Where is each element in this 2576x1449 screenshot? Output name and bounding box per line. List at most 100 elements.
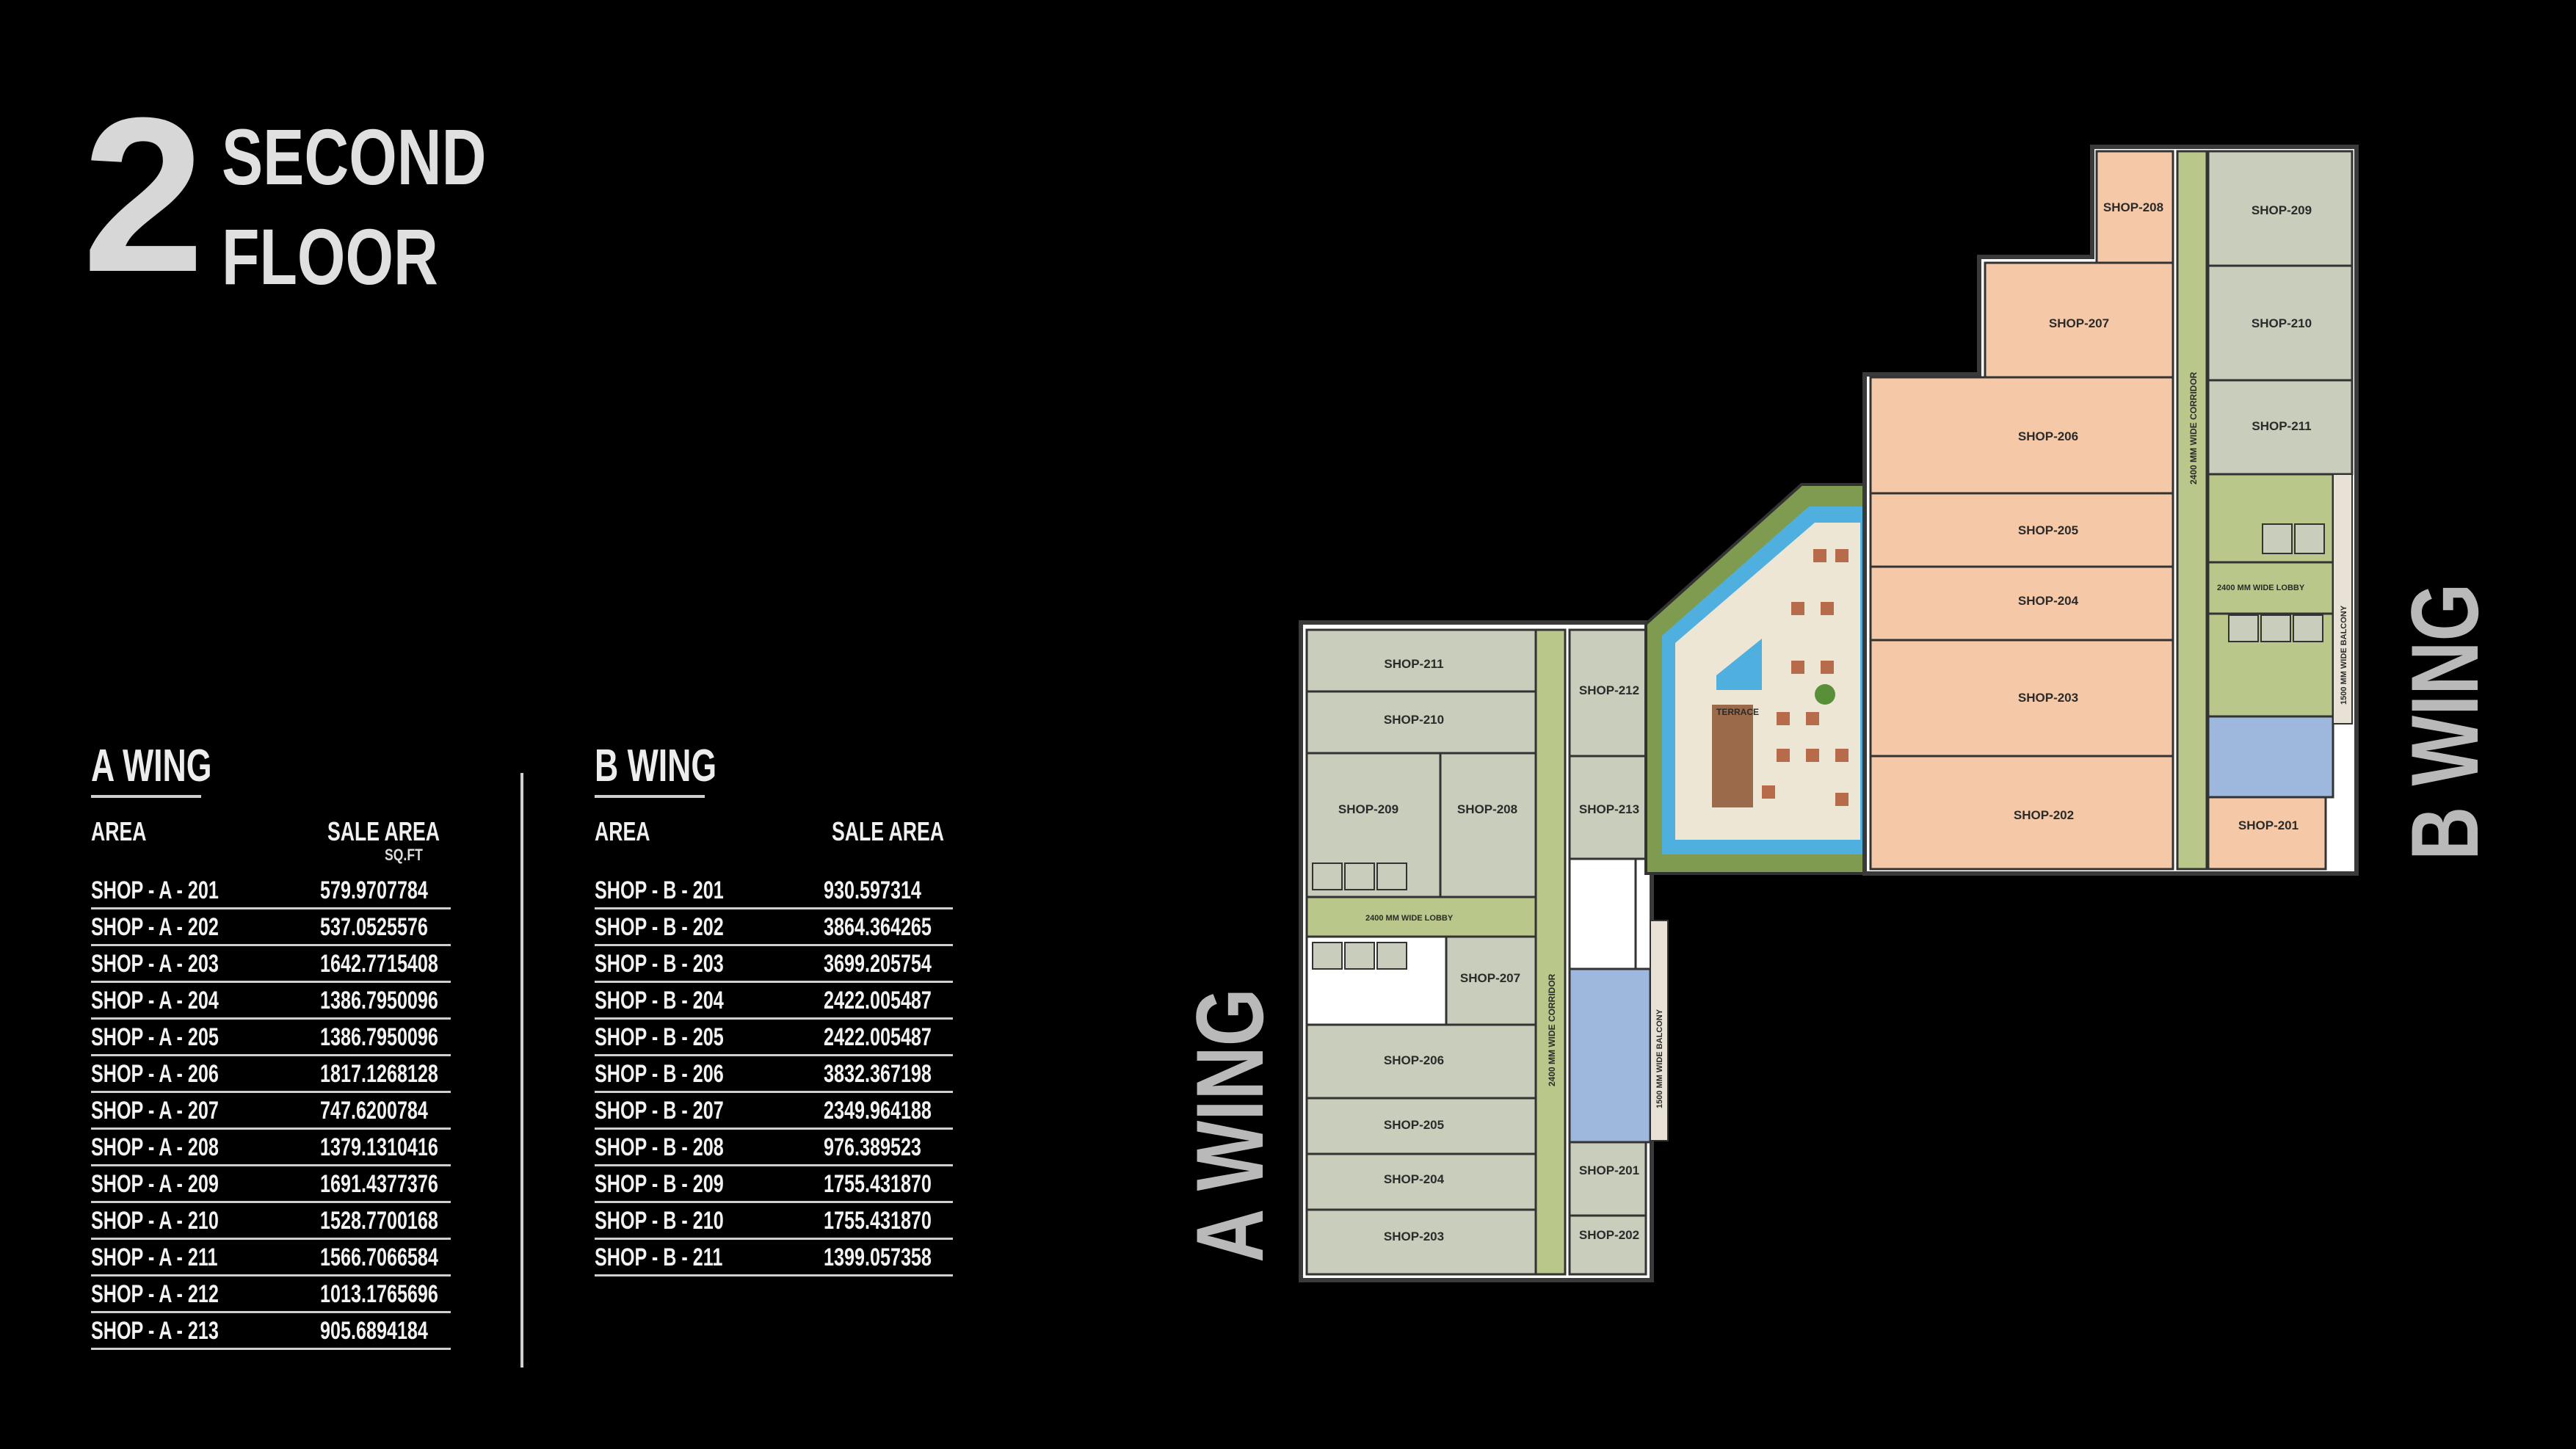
sale-area-cell: 976.389523	[824, 1133, 921, 1161]
sale-area-cell: 1755.431870	[824, 1170, 932, 1198]
floor-number: 2	[82, 71, 205, 318]
a-label-202: SHOP-202	[1579, 1228, 1639, 1242]
b-balcony-label: 1500 MM WIDE BALCONY	[2340, 605, 2348, 705]
a-lift-3	[1376, 862, 1407, 890]
sale-area-cell: 1528.7700168	[320, 1207, 438, 1235]
table-row: SHOP - A - 211 1566.7066584	[91, 1238, 451, 1276]
b-shop-210	[2207, 264, 2354, 382]
b-label-211: SHOP-211	[2252, 419, 2311, 433]
b-label-205: SHOP-205	[2018, 523, 2078, 537]
a-label-208: SHOP-208	[1457, 802, 1517, 816]
b-wing-heading-underline	[595, 795, 705, 798]
b-label-209: SHOP-209	[2252, 203, 2312, 217]
a-wing-plan-label: A WING	[1176, 988, 1283, 1263]
b-service-core	[2207, 715, 2334, 799]
sale-area-cell: 747.6200784	[320, 1097, 428, 1125]
sale-area-cell: 1566.7066584	[320, 1243, 438, 1271]
sale-area-cell: 1013.1765696	[320, 1280, 438, 1308]
b-lift-3	[2228, 614, 2259, 642]
b-shop-206	[1869, 376, 2174, 495]
a-shop-204	[1305, 1152, 1537, 1211]
table-1	[1813, 549, 1826, 562]
b-lift-5	[2293, 614, 2323, 642]
a-label-211: SHOP-211	[1384, 657, 1443, 671]
shop-name-cell: SHOP - B - 210	[595, 1207, 724, 1235]
shop-name-cell: SHOP - A - 204	[91, 987, 219, 1014]
b-lift-2	[2294, 523, 2325, 554]
shop-name-cell: SHOP - A - 209	[91, 1170, 219, 1198]
a-label-212: SHOP-212	[1579, 683, 1639, 697]
shop-name-cell: SHOP - B - 207	[595, 1097, 724, 1125]
sale-area-cell: 537.0525576	[320, 913, 428, 941]
a-shop-202	[1568, 1214, 1647, 1276]
sale-area-cell: 579.9707784	[320, 876, 428, 904]
b-shop-201	[2207, 796, 2327, 871]
a-lift-area	[1568, 857, 1637, 970]
shop-name-cell: SHOP - A - 211	[91, 1243, 218, 1271]
a-shop-201	[1568, 1141, 1647, 1217]
b-label-208: SHOP-208	[2103, 200, 2163, 214]
a-lobby-label: 2400 MM WIDE LOBBY	[1365, 914, 1454, 923]
b-label-207: SHOP-207	[2049, 316, 2109, 330]
a-label-206: SHOP-206	[1384, 1053, 1444, 1067]
planter	[1815, 684, 1835, 705]
shop-name-cell: SHOP - A - 207	[91, 1097, 219, 1125]
a-label-203: SHOP-203	[1384, 1230, 1444, 1243]
shop-name-cell: SHOP - B - 206	[595, 1060, 724, 1088]
a-wing-heading: A WING	[91, 741, 212, 791]
sale-area-cell: 905.6894184	[320, 1317, 428, 1345]
a-wing-plan: SHOP-211 SHOP-210 SHOP-209 SHOP-208 SHOP…	[1299, 620, 1669, 1282]
sale-area-cell: 2422.005487	[824, 987, 932, 1014]
terrace-plan: TERRACE	[1644, 483, 1872, 875]
shop-name-cell: SHOP - A - 205	[91, 1023, 219, 1051]
sale-area-cell: 3699.205754	[824, 950, 932, 978]
sale-area-cell: 1386.7950096	[320, 1023, 438, 1051]
a-label-201: SHOP-201	[1579, 1163, 1639, 1177]
sale-area-cell: 1817.1268128	[320, 1060, 438, 1088]
b-label-203: SHOP-203	[2018, 691, 2078, 705]
shop-name-cell: SHOP - B - 203	[595, 950, 724, 978]
shop-name-cell: SHOP - B - 211	[595, 1243, 723, 1271]
a-shop-203	[1305, 1208, 1537, 1276]
table-3	[1791, 602, 1804, 615]
shop-name-cell: SHOP - B - 209	[595, 1170, 724, 1198]
b-label-204: SHOP-204	[2018, 594, 2079, 608]
a-label-213: SHOP-213	[1579, 802, 1639, 816]
table-row: SHOP - A - 202 537.0525576	[91, 907, 451, 946]
b-shop-207	[1984, 261, 2174, 379]
a-col-unit: SQ.FT	[385, 846, 423, 864]
a-lift-2	[1344, 862, 1375, 890]
shop-name-cell: SHOP - A - 212	[91, 1280, 219, 1308]
a-corridor-label: 2400 MM WIDE CORRIDOR	[1547, 973, 1557, 1086]
shop-name-cell: SHOP - A - 206	[91, 1060, 219, 1088]
a-lift-5	[1344, 942, 1375, 970]
table-2	[1835, 549, 1848, 562]
table-9	[1777, 749, 1790, 762]
a-label-204: SHOP-204	[1384, 1172, 1445, 1186]
pool	[1716, 639, 1762, 690]
table-row: SHOP - A - 205 1386.7950096	[91, 1017, 451, 1056]
title-second: SECOND	[222, 112, 487, 201]
b-wing-plan-label: B WING	[2391, 583, 2498, 860]
shop-name-cell: SHOP - B - 208	[595, 1133, 724, 1161]
b-label-210: SHOP-210	[2252, 316, 2312, 330]
b-shop-202	[1869, 755, 2174, 871]
table-row: SHOP - A - 206 1817.1268128	[91, 1054, 451, 1093]
shop-name-cell: SHOP - B - 201	[595, 876, 724, 904]
shop-name-cell: SHOP - A - 203	[91, 950, 219, 978]
shop-name-cell: SHOP - B - 205	[595, 1023, 724, 1051]
shop-name-cell: SHOP - A - 202	[91, 913, 219, 941]
table-6	[1821, 661, 1834, 674]
